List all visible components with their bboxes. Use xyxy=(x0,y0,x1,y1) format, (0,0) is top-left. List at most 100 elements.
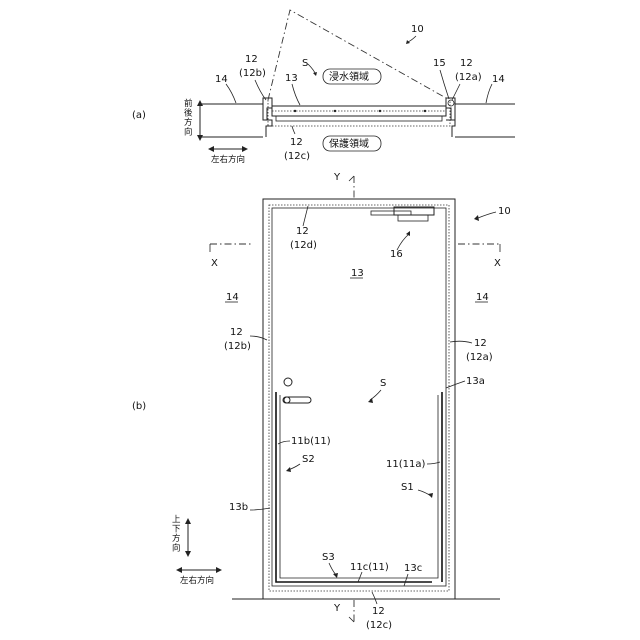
leader-11c xyxy=(358,572,362,582)
label-12-left-a: 12 xyxy=(245,54,258,65)
leader-S1 xyxy=(418,490,431,496)
door-handle xyxy=(283,397,311,403)
left-right-arrowhead-right-a xyxy=(242,146,248,152)
label-12-right-b: 12 xyxy=(474,338,487,349)
arrowhead-S-a xyxy=(313,72,317,76)
screw-mark xyxy=(334,110,336,112)
label-S2: S2 xyxy=(302,454,315,465)
label-S-b: S xyxy=(380,378,386,389)
arrowhead-S3 xyxy=(333,573,338,578)
leader-12d-b xyxy=(303,206,308,226)
leader-13c xyxy=(404,574,408,586)
leader-14-left-a xyxy=(226,84,236,103)
door-handle-rose xyxy=(284,397,290,403)
leader-13b xyxy=(250,508,270,510)
label-14-left-a: 14 xyxy=(215,74,228,85)
leader-12a-a xyxy=(452,84,460,100)
label-S-a: S xyxy=(302,58,308,69)
label-12-left-b: 12 xyxy=(230,327,243,338)
label-15-a: 15 xyxy=(433,58,446,69)
left-right-arrowhead-right-b xyxy=(216,567,222,573)
leader-12b-a xyxy=(255,80,266,100)
leader-10-a xyxy=(408,36,416,42)
label-S3: S3 xyxy=(322,552,335,563)
x-axis-label-left: X xyxy=(211,258,218,269)
label-12-right-a: 12 xyxy=(460,58,473,69)
leader-15-a xyxy=(440,70,449,99)
panel-b-label: (b) xyxy=(132,401,146,412)
label-16: 16 xyxy=(390,249,403,260)
left-right-label-a: 左右方向 xyxy=(211,154,245,165)
leader-12a-b xyxy=(450,341,472,343)
label-11c: 11c(11) xyxy=(350,562,389,573)
label-14-right-b: 14 xyxy=(476,292,489,303)
leader-12c-b xyxy=(372,592,377,604)
x-axis-label-right: X xyxy=(494,258,501,269)
label-11a: 11(11a) xyxy=(386,459,425,470)
arrowhead-S2 xyxy=(286,467,291,472)
keyhole-icon xyxy=(284,378,292,386)
panel-b: (b) 16 Y Y X xyxy=(132,172,511,631)
label-10-a: 10 xyxy=(411,24,424,35)
label-12b-a: (12b) xyxy=(239,68,266,79)
screw-mark xyxy=(424,110,426,112)
frame-left-lower xyxy=(263,120,272,137)
up-down-label: 上下方向 xyxy=(172,515,181,554)
arrowhead-10-a xyxy=(406,40,410,44)
door-closer-arm xyxy=(371,211,411,215)
label-12a-b: (12a) xyxy=(466,352,493,363)
frame-left-section xyxy=(263,98,272,120)
label-13c: 13c xyxy=(404,563,422,574)
label-13a: 13a xyxy=(466,376,485,387)
leader-14-right-a xyxy=(486,84,492,103)
front-back-arrowhead-top xyxy=(197,100,203,106)
flood-region-label: 浸水領域 xyxy=(329,70,369,83)
label-12c-b: (12c) xyxy=(366,620,392,631)
hinge-15 xyxy=(448,100,454,106)
y-arrow-bottom xyxy=(349,617,354,622)
label-14-right-a: 14 xyxy=(492,74,505,85)
seal-12 xyxy=(269,205,449,591)
y-arrow-top xyxy=(349,176,354,181)
y-axis-label-bottom: Y xyxy=(333,603,341,614)
label-S1: S1 xyxy=(401,482,414,493)
label-14-left-b: 14 xyxy=(226,292,239,303)
label-12b-b: (12b) xyxy=(224,341,251,352)
up-down-arrowhead-top xyxy=(185,518,191,524)
label-12-bottom-b: 12 xyxy=(372,606,385,617)
frame-right-lower xyxy=(446,120,455,137)
door-frame-outer xyxy=(263,199,455,599)
arrowhead-10-b xyxy=(474,215,479,221)
label-12a-a: (12a) xyxy=(455,72,482,83)
leader-13-a xyxy=(292,84,300,105)
front-back-label: 前後方向 xyxy=(184,98,193,138)
leader-12c-a xyxy=(292,126,295,134)
screw-mark xyxy=(294,110,296,112)
door-closer-bracket xyxy=(398,215,428,221)
label-13-a: 13 xyxy=(285,73,298,84)
left-right-arrowhead-left-b xyxy=(176,567,182,573)
screw-mark xyxy=(379,110,381,112)
leader-12b-b xyxy=(250,336,267,340)
label-12-top-b: 12 xyxy=(296,226,309,237)
leader-16 xyxy=(397,234,409,250)
leader-10-b xyxy=(478,212,496,218)
left-right-label-b: 左右方向 xyxy=(180,575,214,586)
stop-inner-line xyxy=(280,395,438,578)
label-13-b: 13 xyxy=(351,268,364,279)
label-10-b: 10 xyxy=(498,206,511,217)
label-12d-b: (12d) xyxy=(290,240,317,251)
label-12-bottom-a: 12 xyxy=(290,137,303,148)
front-back-arrowhead-bottom xyxy=(197,135,203,141)
label-13b: 13b xyxy=(229,502,248,513)
left-right-arrowhead-left-a xyxy=(208,146,214,152)
label-11b: 11b(11) xyxy=(291,436,331,447)
label-12c-a: (12c) xyxy=(284,151,310,162)
y-axis-label-top: Y xyxy=(333,172,341,183)
arrowhead-S1 xyxy=(428,493,433,498)
panel-a: (a) 浸水領域 保護領域 S 10 xyxy=(132,10,515,165)
door-leaf-inner xyxy=(276,116,442,121)
up-down-arrowhead-bottom xyxy=(185,551,191,557)
protect-region-label: 保護領域 xyxy=(329,137,369,150)
